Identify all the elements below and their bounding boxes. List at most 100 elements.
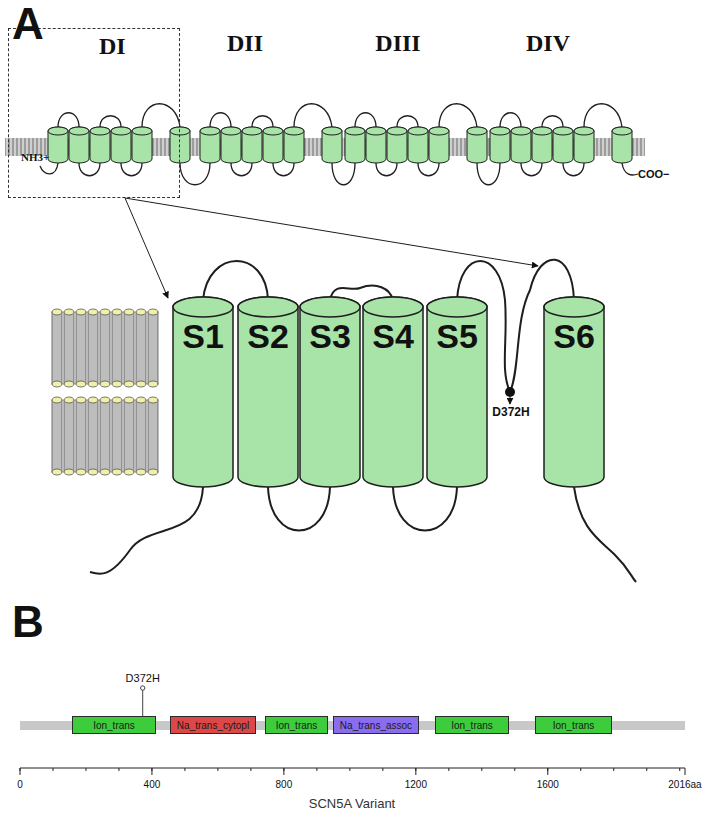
protein-backbone xyxy=(20,721,685,730)
lipid-tail xyxy=(136,400,146,472)
helix-cylinder xyxy=(427,297,487,487)
lipid-tail xyxy=(100,312,110,384)
helix-cylinder xyxy=(132,127,152,163)
variant-pointer xyxy=(510,397,511,404)
helix-cap xyxy=(574,127,594,135)
lipid xyxy=(124,309,134,387)
terminus-label: COO− xyxy=(638,168,669,180)
lipid-tail xyxy=(88,312,98,384)
lipid-head xyxy=(148,397,158,403)
lipid-head xyxy=(52,309,62,315)
axis-tick xyxy=(646,768,647,771)
lollipop-stem xyxy=(142,690,143,716)
lipid-head xyxy=(100,381,110,387)
helix-cylinder xyxy=(574,127,594,163)
axis-tick-label: 800 xyxy=(276,779,293,790)
segment-label: S6 xyxy=(543,318,605,355)
axis-tick xyxy=(85,768,86,771)
axis-tick xyxy=(580,768,581,771)
lipid-tail xyxy=(52,400,62,472)
helix-cap xyxy=(429,127,449,135)
domain-name: Ion_trans xyxy=(536,720,611,731)
helix-cylinder xyxy=(69,127,89,163)
lollipop-head xyxy=(141,686,145,690)
protein-domain: Ion_trans xyxy=(535,716,612,734)
lipid-head xyxy=(64,309,74,315)
helix-cap xyxy=(242,127,262,135)
helix-segment: S3 xyxy=(299,296,361,488)
helix-cylinder xyxy=(363,297,423,487)
domain-label: DI xyxy=(99,33,126,59)
lipid-head xyxy=(88,397,98,403)
helix-cap xyxy=(553,127,573,135)
lipid-head xyxy=(136,381,146,387)
helix-cylinder xyxy=(170,127,190,163)
loop-line xyxy=(477,163,500,185)
domain-name: Na_trans_cytopl xyxy=(171,720,255,731)
helix-cylinder xyxy=(553,127,573,163)
lipid-head xyxy=(76,397,86,403)
axis-line xyxy=(20,768,685,769)
lipid-head xyxy=(124,397,134,403)
position-axis xyxy=(20,768,685,775)
axis-tick-label: 0 xyxy=(17,779,23,790)
helix-cylinder xyxy=(366,127,386,163)
lipid-tail xyxy=(52,312,62,384)
helix-cylinder xyxy=(200,127,220,163)
loop-line xyxy=(273,163,294,176)
segment-label: S5 xyxy=(426,318,488,355)
lipid-head xyxy=(64,381,74,387)
segment-label: S4 xyxy=(362,318,424,355)
helix-cylinder xyxy=(322,127,342,163)
variant-label: D372H xyxy=(492,406,529,419)
axis-tick xyxy=(514,768,515,771)
helix-cylinder xyxy=(242,127,262,163)
lipid-head xyxy=(112,381,122,387)
loop-line xyxy=(521,163,542,176)
loop-line xyxy=(542,116,563,127)
axis-tick xyxy=(613,768,614,771)
helix-cap xyxy=(427,297,487,317)
lipid-head xyxy=(100,397,110,403)
lipid-head xyxy=(52,469,62,475)
loop-line xyxy=(58,113,79,127)
loop-line xyxy=(142,104,180,127)
helix-cap xyxy=(263,127,283,135)
lipid-head xyxy=(88,381,98,387)
lipid-head xyxy=(100,309,110,315)
helix-cylinder xyxy=(467,127,487,163)
axis-tick xyxy=(415,768,416,775)
lipid-tail xyxy=(76,400,86,472)
segment-label: S1 xyxy=(172,318,234,355)
axis-tick-label: 2016aa xyxy=(668,779,701,790)
protein-domain: Ion_trans xyxy=(435,716,509,734)
lipid xyxy=(100,309,110,387)
helix-cap xyxy=(132,127,152,135)
lipid-tail xyxy=(112,312,122,384)
protein-domain: Ion_trans xyxy=(72,716,156,734)
loop-line xyxy=(332,163,355,185)
helix-cap xyxy=(170,127,190,135)
protein-domain: Na_trans_cytopl xyxy=(170,716,256,734)
helix-cap xyxy=(544,297,604,317)
helix-cap xyxy=(200,127,220,135)
panel-letter: A xyxy=(12,0,44,48)
lipid-head xyxy=(148,381,158,387)
helix-cap xyxy=(284,127,304,135)
helix-cylinder xyxy=(238,297,298,487)
helix-cylinder xyxy=(90,127,110,163)
loop-line xyxy=(376,163,397,176)
lipid-tail xyxy=(124,312,134,384)
helix-cap xyxy=(90,127,110,135)
helix-segment: S2 xyxy=(237,296,299,488)
domain-label: DIII xyxy=(375,30,420,56)
lipid-head xyxy=(136,397,146,403)
loop-line xyxy=(268,487,330,531)
segment-label: S3 xyxy=(299,318,361,355)
helix-cap xyxy=(387,127,407,135)
axis-tick xyxy=(52,768,53,771)
axis-tick xyxy=(20,768,21,775)
lipid-head xyxy=(136,309,146,315)
helix-cap xyxy=(300,297,360,317)
variant-label: D372H xyxy=(126,672,160,684)
